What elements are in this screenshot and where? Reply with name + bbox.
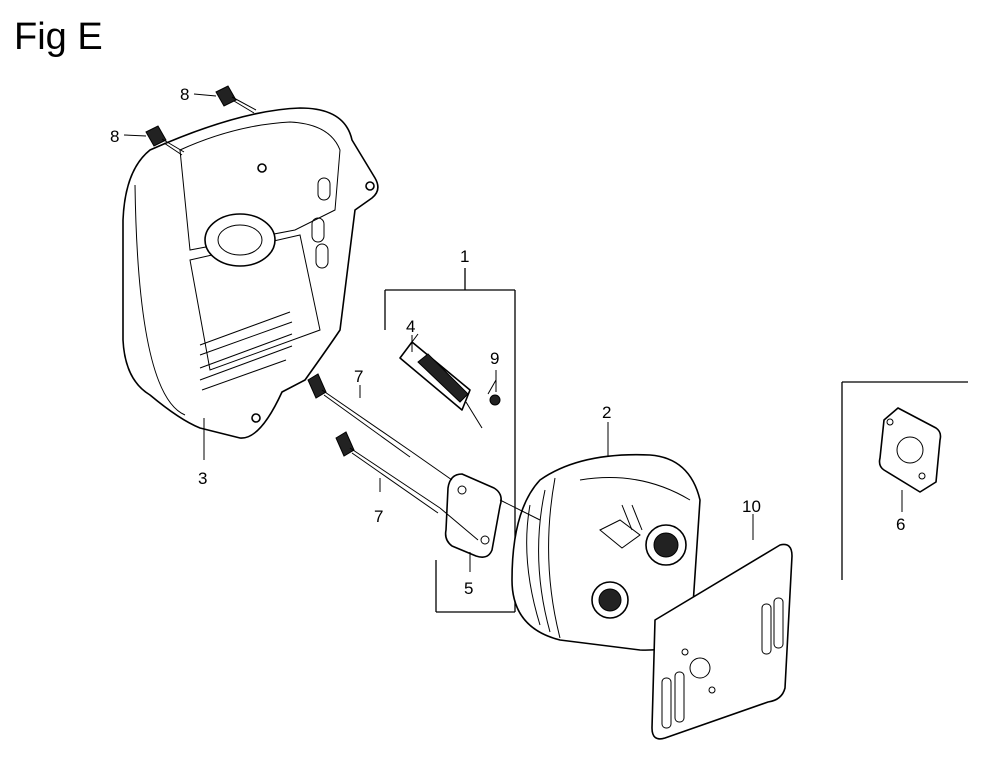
label-7-upper: 7 — [354, 367, 363, 386]
label-2: 2 — [602, 403, 611, 422]
flange-bolt-upper — [215, 85, 257, 114]
spark-arrester-part — [399, 333, 483, 429]
figure-title: Fig E — [14, 16, 103, 58]
inset-panel-6 — [841, 381, 968, 580]
flange-bolt-left — [145, 125, 185, 156]
label-10: 10 — [742, 497, 761, 516]
label-5: 5 — [464, 579, 473, 598]
heat-shield-plate-part — [651, 543, 793, 740]
label-1: 1 — [460, 247, 469, 266]
muffler-protector-part — [122, 107, 379, 439]
label-7-lower: 7 — [374, 507, 383, 526]
label-9: 9 — [490, 349, 499, 368]
spark-arrester-set-bracket — [384, 268, 516, 613]
label-4: 4 — [406, 317, 415, 336]
screw-part — [487, 379, 501, 406]
leader-lines — [123, 93, 903, 572]
muffler-part — [511, 453, 701, 651]
label-3: 3 — [198, 469, 207, 488]
exhaust-gasket-part — [878, 407, 942, 493]
arrester-gasket-part — [444, 473, 502, 558]
cover-slots-bottom — [199, 311, 293, 391]
label-6: 6 — [896, 515, 905, 534]
cover-slots-right — [311, 177, 331, 269]
long-bolt-lower — [335, 431, 441, 514]
long-bolt-upper — [307, 373, 413, 458]
label-8-top: 8 — [180, 85, 189, 104]
label-8-left: 8 — [110, 127, 119, 146]
